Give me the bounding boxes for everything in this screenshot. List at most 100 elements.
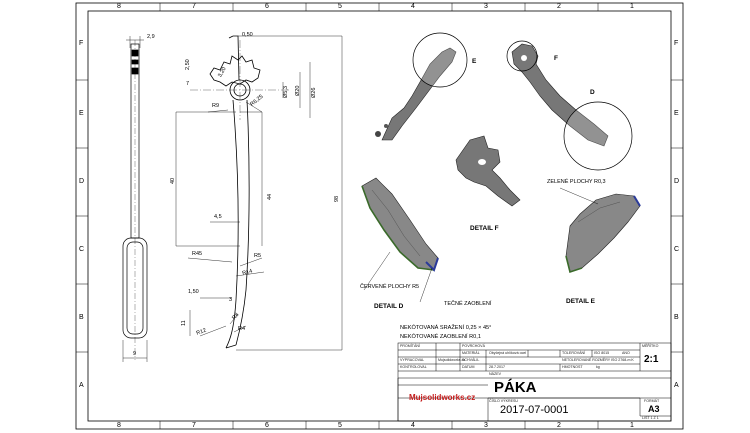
tb-meritko-label: MĚŘÍTKO: [642, 344, 659, 348]
note-chamfer: NEKÓTOVANÁ SRAŽENÍ 0,25 × 45°: [400, 325, 492, 331]
dim-r9: R9: [212, 103, 220, 109]
detail-f-label: DETAIL F: [470, 225, 499, 232]
tb-format: A3: [648, 404, 660, 414]
zone-right-f: F: [674, 40, 679, 47]
dim-11: 11: [181, 320, 187, 326]
dim-r4: R4: [238, 326, 246, 332]
dim-r14: R14: [241, 268, 254, 277]
zone-left-a: A: [79, 382, 84, 389]
detail-marker-e: E: [472, 58, 477, 65]
dim-0-50: 0,50: [242, 32, 253, 38]
tb-netolerovane: NETOLEROVANÉ ROZMĚRY ISO 2768-m K: [562, 358, 634, 362]
dim-r5: R5: [254, 253, 262, 259]
zone-bottom-6: 6: [265, 422, 269, 429]
dim-98: 98: [334, 195, 340, 202]
dimension-lines: [175, 35, 343, 351]
dim-d20: Ø20: [295, 85, 301, 96]
dim-r6-25: R6,25: [249, 93, 265, 108]
dim-r12: R12: [195, 327, 208, 337]
note-fillet: NEKÓTOVANÉ ZAOBLENÍ R0,1: [400, 334, 481, 340]
tb-datum-label: DATUM: [462, 365, 475, 369]
dim-4-5: 4,5: [214, 214, 222, 220]
zone-top-7: 7: [192, 3, 196, 10]
dim-9: 9: [133, 351, 137, 357]
zone-top-3: 3: [484, 3, 488, 10]
tb-material-value: Obyčejná uhlíková ocel: [489, 351, 527, 355]
tb-vypracoval-label: VYPRACOVAL: [400, 358, 425, 362]
zone-bottom-2: 2: [557, 422, 561, 429]
detail-marker-f: F: [554, 55, 558, 62]
zone-top-4: 4: [411, 3, 415, 10]
tecne-zaobleni-note: TEČNÉ ZAOBLENÍ: [444, 301, 492, 307]
dim-3: 3: [229, 297, 233, 303]
tb-drawing-number: 2017-07-0001: [500, 404, 569, 416]
tb-scale: 2:1: [644, 354, 659, 365]
tb-povrchova-label: POVRCHOVÁ: [462, 344, 485, 348]
tb-tolerovani-value: ISO 8015: [594, 351, 610, 355]
zone-right-a: A: [674, 382, 679, 389]
tb-list: LIST 1 Z 1: [642, 416, 659, 420]
dim-d26: Ø26: [311, 87, 317, 98]
dim-r8: R8: [231, 311, 241, 322]
dim-2-50: 2,50: [185, 59, 191, 70]
detail-d-view: [361, 177, 439, 272]
dim-1-50: 1,50: [188, 289, 199, 295]
dim-44: 44: [267, 193, 273, 200]
zone-top-5: 5: [338, 3, 342, 10]
side-view: [122, 36, 148, 362]
tb-hmotnost-value: kg: [596, 365, 600, 369]
iso-view-2: [506, 40, 633, 171]
tb-material-label: MATERIÁL: [462, 351, 480, 355]
zone-right-c: C: [674, 246, 680, 253]
detail-marker-d: D: [590, 89, 595, 96]
detail-e-label: DETAIL E: [566, 298, 596, 305]
zelene-plochy-note: ZELENÉ PLOCHY R0,3: [547, 179, 606, 185]
zone-bottom-7: 7: [192, 422, 196, 429]
zone-left-c: C: [79, 246, 85, 253]
tb-promitani-label: PROMÍTÁNÍ: [400, 344, 420, 348]
dim-7: 7: [186, 81, 190, 87]
zone-right-b: B: [674, 314, 679, 321]
dim-3-20: 3,20: [217, 66, 228, 79]
zone-left-f: F: [79, 40, 84, 47]
tb-cislo-label: ČÍSLO VÝKRESU: [489, 399, 518, 403]
detail-d-label: DETAIL D: [374, 303, 404, 310]
dim-2-9: 2,9: [147, 34, 155, 40]
outer-frame: [75, 2, 684, 430]
iso-view-1: [375, 32, 468, 141]
zone-left-e: E: [79, 110, 84, 117]
tb-datum-value: 28.7.2017: [489, 365, 505, 369]
tb-vypracoval-value: Mujsolidworks.cz: [438, 358, 466, 362]
zone-left-d: D: [79, 178, 85, 185]
tb-format-label: FORMÁT: [644, 399, 660, 403]
dim-r45: R45: [192, 251, 203, 257]
zone-bottom-5: 5: [338, 422, 342, 429]
zone-right-d: D: [674, 178, 680, 185]
zone-right-e: E: [674, 110, 679, 117]
zone-bottom-1: 1: [630, 422, 634, 429]
zone-bottom-4: 4: [411, 422, 415, 429]
tb-nazev-label: NÁZEV: [489, 372, 501, 376]
tb-hmotnost-label: HMOTNOST: [562, 365, 583, 369]
detail-e-view: [565, 193, 641, 274]
front-view: [190, 35, 290, 349]
zone-ticks: [76, 3, 683, 429]
zone-top-2: 2: [557, 3, 561, 10]
zone-bottom-8: 8: [117, 422, 121, 429]
tb-title: PÁKA: [494, 379, 537, 396]
tb-logo: Mujsolidworks.cz: [409, 393, 476, 402]
zone-top-6: 6: [265, 3, 269, 10]
zone-top-8: 8: [117, 3, 121, 10]
zone-left-b: B: [79, 314, 84, 321]
tb-schvalil-label: SCHVÁLIL: [462, 358, 480, 362]
dim-d5-3: Ø5,3: [283, 86, 289, 98]
tb-ano: ANO: [622, 351, 630, 355]
cervene-plochy-note: ČERVENÉ PLOCHY R5: [360, 284, 420, 290]
zone-bottom-3: 3: [484, 422, 488, 429]
tb-kontroloval-label: KONTROLOVAL: [400, 365, 427, 369]
tb-tolerovani-label: TOLEROVÁNÍ: [562, 351, 586, 355]
detail-f-view: [455, 135, 521, 207]
dim-40: 40: [170, 177, 176, 184]
zone-top-1: 1: [630, 3, 634, 10]
